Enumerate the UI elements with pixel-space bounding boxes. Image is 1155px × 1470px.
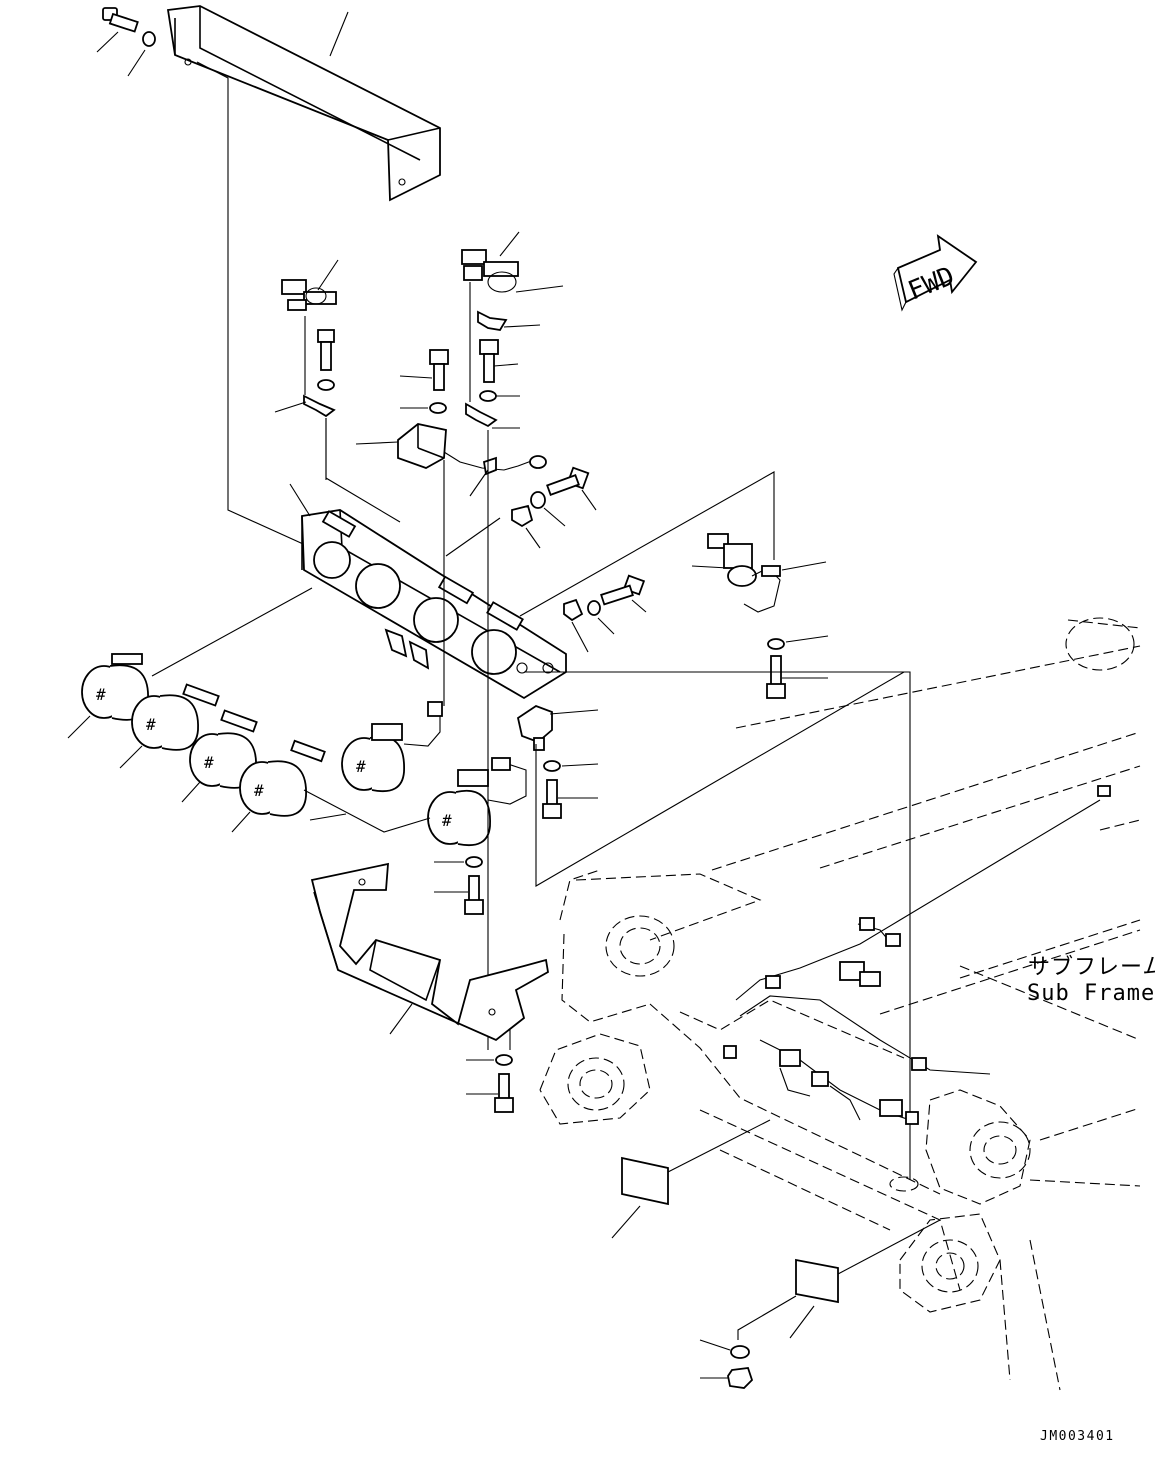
bolt-icon <box>542 803 562 819</box>
bolt-icon <box>479 339 499 355</box>
light-mount-bracket <box>301 509 567 700</box>
washer-icon <box>465 856 483 868</box>
washer-icon <box>587 600 601 616</box>
lower-guard <box>310 862 549 1042</box>
washer-icon <box>730 1345 750 1359</box>
svg-text:#: # <box>356 757 366 776</box>
svg-text:#: # <box>254 781 264 800</box>
sub-frame <box>539 617 1141 1391</box>
washer-icon <box>543 760 561 772</box>
washer-icon <box>429 402 447 414</box>
relay-unit <box>355 423 547 471</box>
bolt-icon <box>464 899 484 915</box>
nut-icon <box>727 1367 754 1389</box>
work-light-icon: # <box>427 757 527 847</box>
bolt-icon <box>317 329 335 343</box>
work-light-icon: # <box>341 701 443 793</box>
top-cover <box>166 5 441 202</box>
work-light-icon: # <box>239 739 326 817</box>
svg-text:#: # <box>146 715 156 734</box>
subframe-label-en: Sub Frame <box>1027 981 1155 1006</box>
washer-icon <box>530 491 546 509</box>
switch-connector-left <box>281 259 339 311</box>
washer-icon <box>479 390 497 402</box>
drawing-code: JM003401 <box>1040 1429 1115 1444</box>
svg-text:#: # <box>96 685 106 704</box>
washer-icon <box>767 638 785 650</box>
bolt-icon <box>429 349 449 365</box>
svg-text:#: # <box>204 753 214 772</box>
wiring-harness <box>723 785 1111 1125</box>
bolt-icon <box>494 1097 514 1113</box>
caution-plate-right <box>795 1258 839 1304</box>
switch-right-lower <box>691 533 827 613</box>
sensor-plate <box>516 704 599 751</box>
bolt-icon <box>766 683 786 699</box>
subframe-label-jp: サブフレーム <box>1028 955 1155 980</box>
washer-icon <box>142 31 156 47</box>
bolt-icon <box>102 7 139 33</box>
svg-text:#: # <box>442 811 452 830</box>
washer-icon <box>495 1054 513 1066</box>
caution-plate-left <box>621 1156 669 1206</box>
fwd-arrow-icon: FWD <box>893 234 978 312</box>
work-light-icon: # <box>131 683 220 751</box>
washer-icon <box>317 379 335 391</box>
switch-connector-right <box>461 231 564 293</box>
